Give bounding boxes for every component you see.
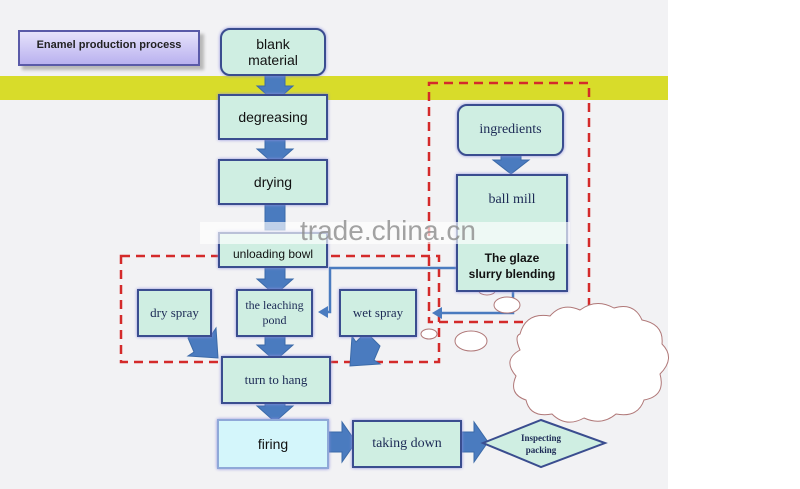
node-wet-spray-label: wet spray [352,305,404,320]
inspecting-packing-text: Inspecting packing [520,433,561,455]
node-taking-down: taking down [352,420,462,468]
node-unloading-bowl-label: unloading bowl [232,247,314,261]
watermark-text: trade.china.cn [300,215,476,246]
node-dry-spray-label: dry spray [150,305,199,320]
node-leaching-pond: the leaching pond [236,289,313,337]
node-blank-material-label: blank material [248,36,298,68]
arrowhead-wet [432,307,442,319]
node-turn-to-hang: turn to hang [221,356,331,404]
glaze-group-boundary [427,81,591,324]
highlight-band [0,76,668,100]
node-firing-label: firing [257,436,289,452]
watermark-blur-strip [200,222,570,244]
node-glaze-slurry-label: The glaze slurry blending [468,251,556,281]
node-drying: drying [218,159,328,205]
node-dry-spray: dry spray [137,289,212,337]
node-firing: firing [217,419,329,469]
node-drying-label: drying [253,174,293,190]
node-inspecting-packing-label: Inspecting packing [505,432,577,456]
arrow-wetspray-to-hang [349,331,382,367]
thought-cloud-icon [420,286,669,423]
node-ball-mill-label: ball mill [488,192,536,207]
node-blank-material: blank material [220,28,326,76]
node-turn-to-hang-label: turn to hang [244,372,308,387]
node-ingredients: ingredients [457,104,564,156]
diagram-title: Enamel production process [18,30,200,66]
node-taking-down-label: taking down [372,436,442,451]
node-degreasing: degreasing [218,94,328,140]
node-degreasing-label: degreasing [238,109,308,125]
arrowhead-leaching [318,306,328,318]
inspecting-diamond [480,418,608,469]
node-leaching-pond-label: the leaching pond [245,298,304,327]
node-wet-spray: wet spray [339,289,417,337]
node-ingredients-label: ingredients [479,122,542,137]
